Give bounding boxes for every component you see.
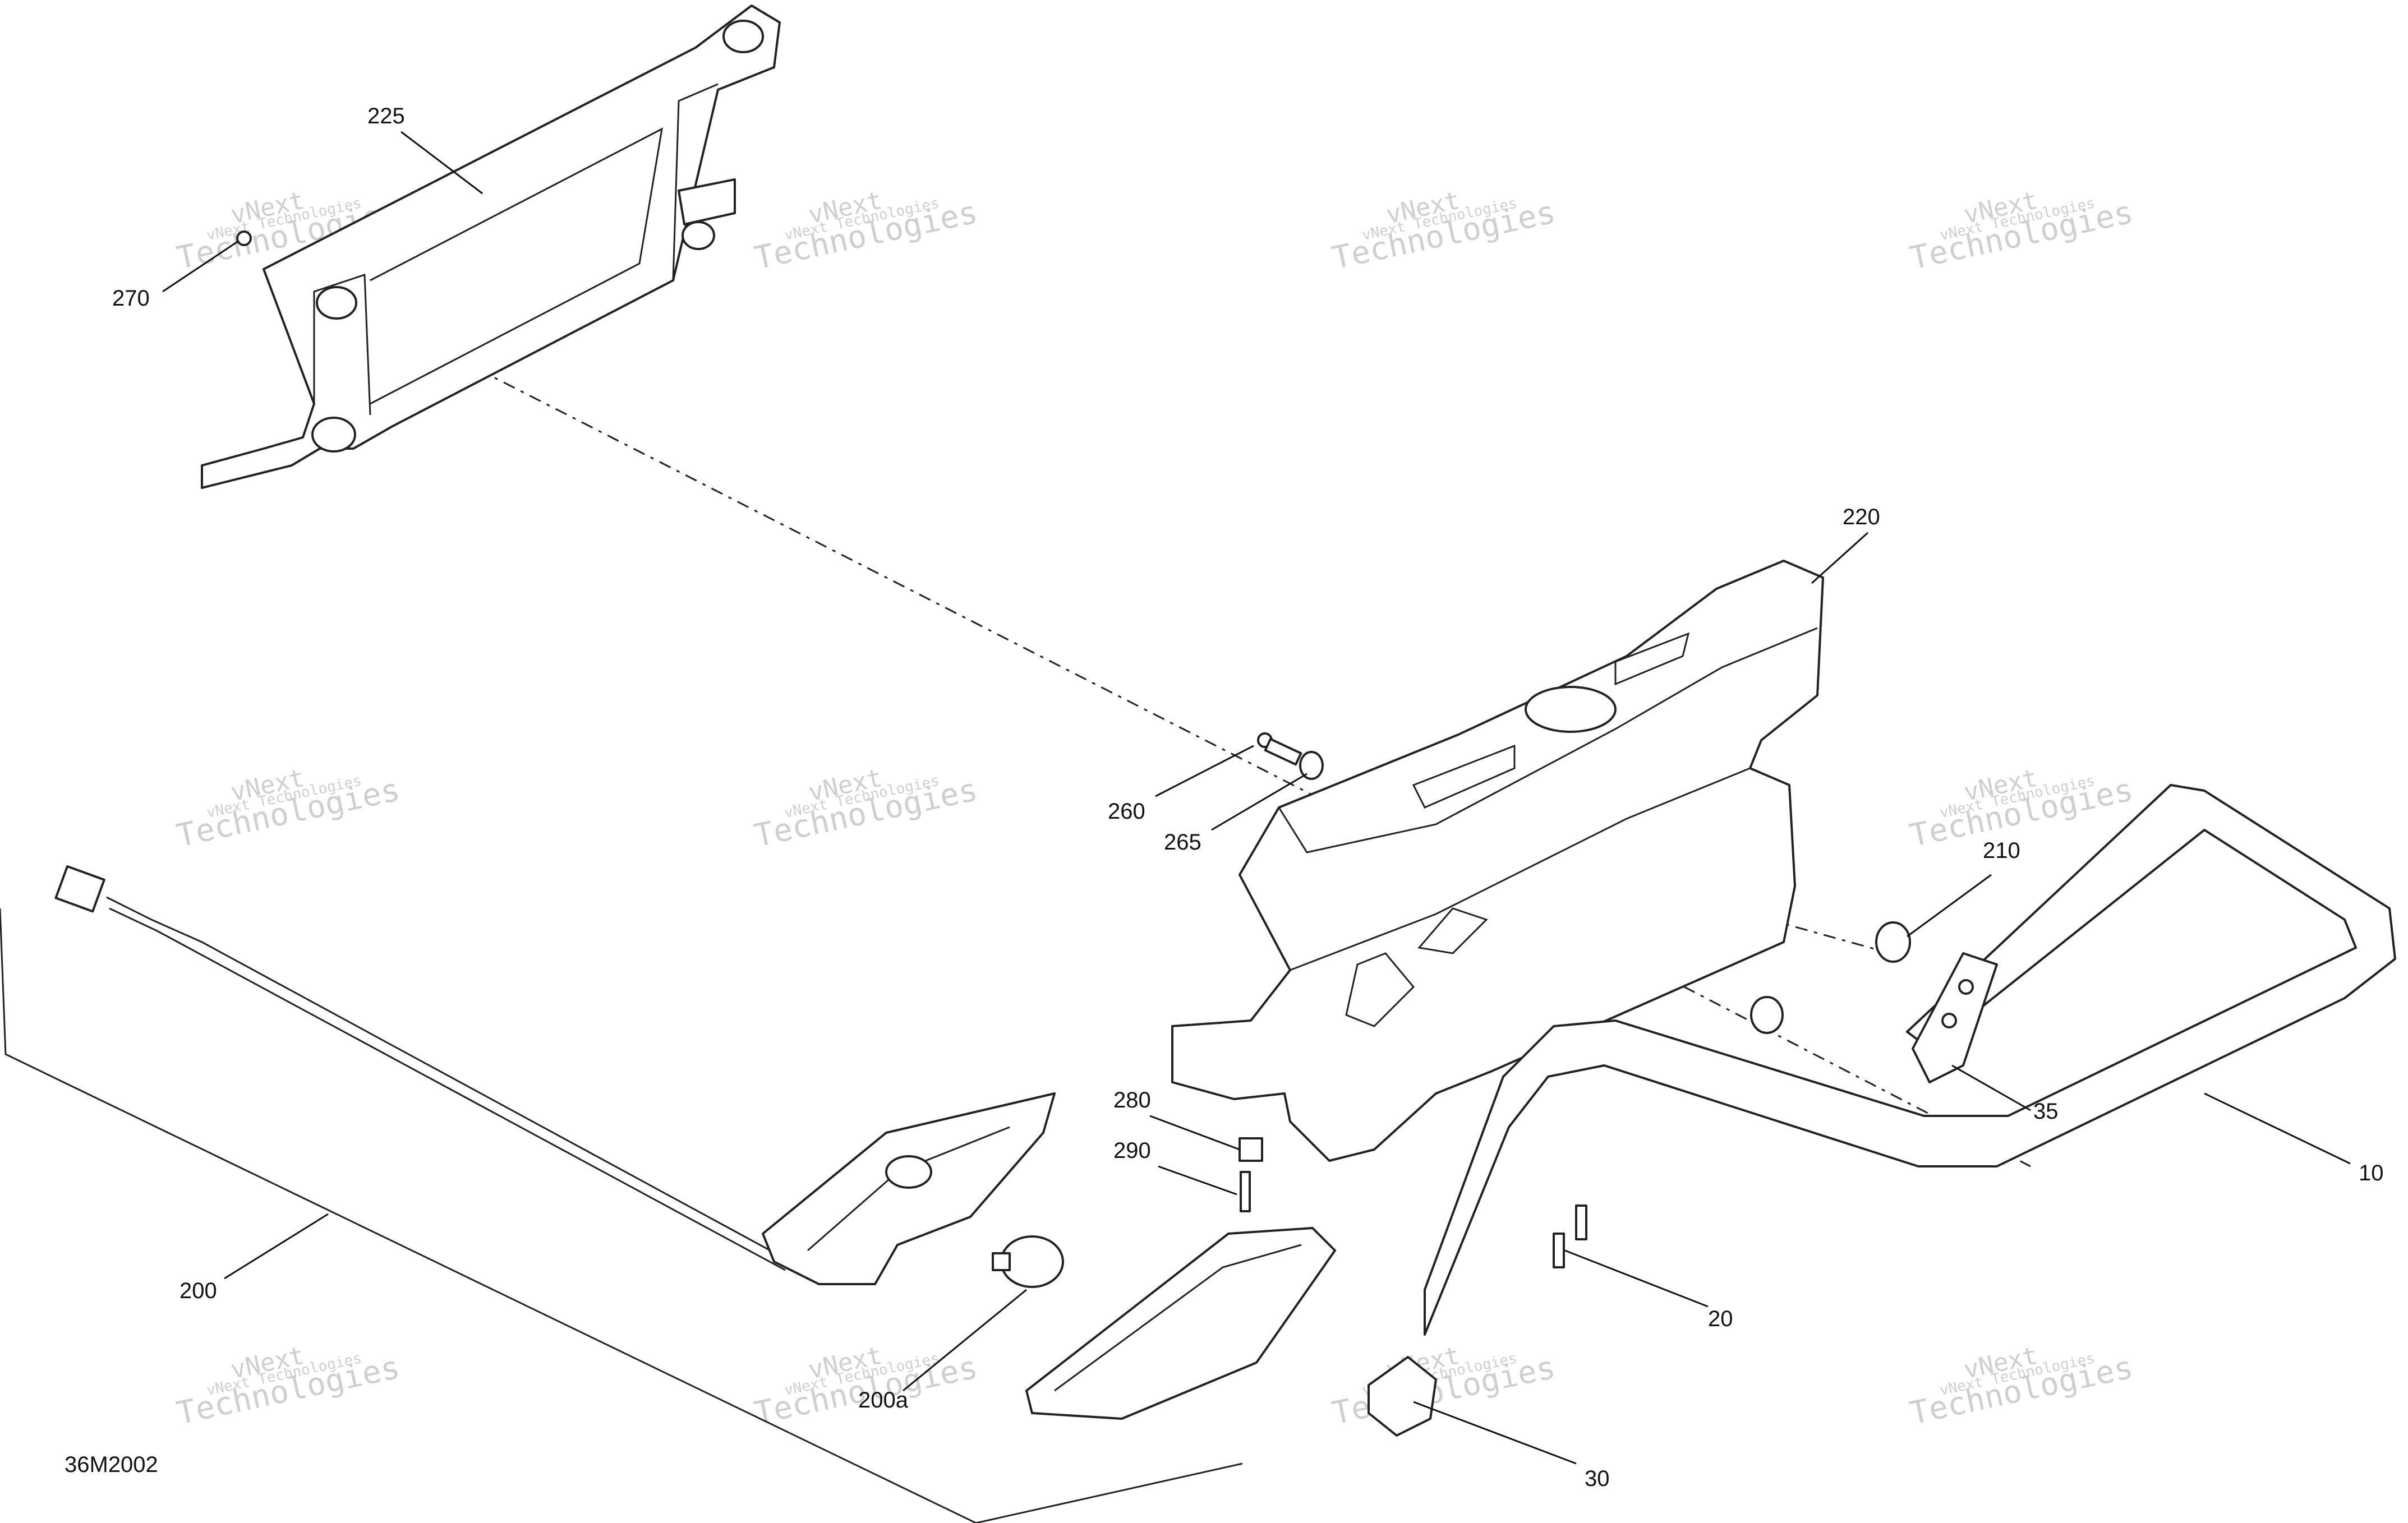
callout-265: 265: [1164, 830, 1201, 855]
part-35-end-cap: [1912, 952, 1998, 1083]
part-30-clamp: [1368, 1356, 1437, 1437]
callout-280: 280: [1113, 1088, 1151, 1113]
callout-200: 200: [179, 1279, 217, 1303]
callout-200a: 200a: [858, 1388, 909, 1413]
part-lens: [1025, 1227, 1336, 1420]
assembly-frame: [0, 908, 1243, 1523]
callout-225: 225: [367, 104, 405, 128]
part-20-bolts: [1553, 1204, 1587, 1268]
part-220-housing: [1171, 560, 1824, 1162]
part-200a-bulb: [992, 1235, 1064, 1288]
callout-210: 210: [1983, 838, 2020, 863]
part-210-grommets: [1750, 921, 1911, 1034]
part-280-clip: [1238, 1137, 1263, 1162]
callout-290: 290: [1113, 1138, 1151, 1163]
callout-35: 35: [2033, 1099, 2059, 1124]
part-225-bracket: [201, 4, 781, 489]
part-290-screw: [1240, 1171, 1251, 1212]
callout-260: 260: [1108, 799, 1145, 824]
callout-10: 10: [2359, 1161, 2384, 1185]
callout-30: 30: [1585, 1466, 1610, 1491]
part-200-light-assembly: [54, 865, 1056, 1285]
callout-labels: 225 270 220 260 265 210 280 290 35 10 20…: [112, 104, 2384, 1491]
callout-220: 220: [1843, 505, 1880, 529]
callout-20: 20: [1708, 1307, 1733, 1331]
drawing-code: 36M2002: [65, 1452, 158, 1477]
part-260-bolt: [1257, 732, 1302, 766]
part-10-bumper-tube: [1424, 784, 2396, 1336]
callout-270: 270: [112, 286, 150, 311]
leader-lines: [162, 131, 2351, 1465]
part-265-washer: [1299, 751, 1324, 780]
